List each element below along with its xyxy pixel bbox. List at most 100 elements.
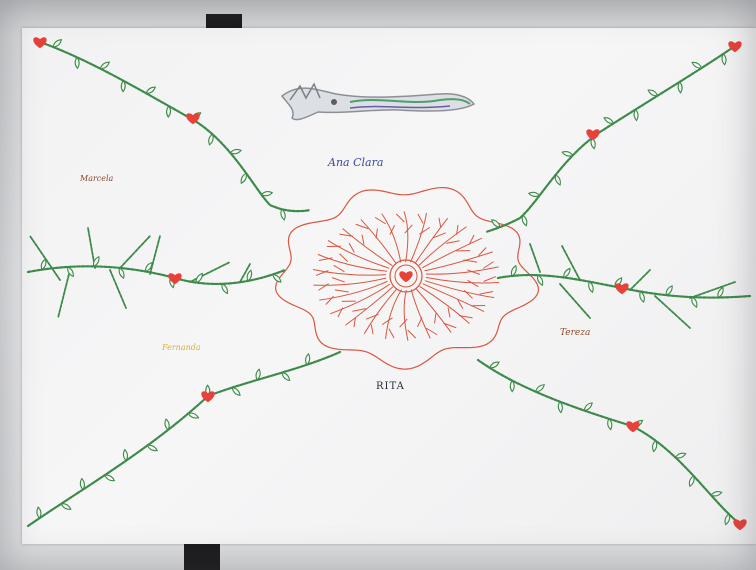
leaf [261,192,272,196]
flower-vein-branch [366,314,378,319]
leaf [522,215,527,225]
leaf [634,110,638,121]
flower-vein-branch [446,241,460,244]
flower-vein-branch [418,214,423,223]
vine [486,46,735,232]
flower-vein-branch [334,265,345,271]
flower-vein-branch [376,229,377,239]
flower-vein [313,278,386,285]
leaf [492,220,500,227]
leaf [188,413,198,418]
vine-branch [630,270,650,290]
leaf [53,40,61,47]
flower-vein [364,289,397,334]
leaf [722,54,726,65]
leaf [232,388,240,396]
flower-vein [420,286,470,323]
leaf [692,297,697,307]
leaf [230,149,241,153]
flower-vein-branch [420,227,430,234]
leaf [564,268,570,277]
leaf [119,268,124,278]
leaf [604,118,613,124]
name-marcela: Marcela [80,174,113,183]
flower-vein-branch [483,262,493,269]
flower-vein [361,219,397,263]
vine-branch [150,236,160,274]
flower-vein [386,290,402,339]
leaf [666,286,672,295]
heart-icon [33,37,46,48]
flower-vein [404,211,408,262]
flower-vein-branch [396,214,404,222]
vine [40,42,310,211]
heart-icon [586,129,599,140]
leaf [121,81,125,92]
leaf [689,476,694,486]
leaf [167,106,171,117]
vine-branch [690,282,735,298]
leaf [725,514,730,525]
leaf [100,62,109,68]
flower-vein-branch [468,280,479,286]
flower-vein-branch [400,319,408,327]
flower-vein-branch [389,329,394,338]
flower-vein-branch [435,314,436,324]
flower-vein-branch [382,318,392,325]
leaf [648,90,657,96]
flower-vein-branch [371,324,373,334]
leaf [41,259,46,269]
flower-vein [382,214,401,263]
name-tereza: Tereza [560,328,590,338]
leaf [94,257,99,267]
flower-vein-branch [484,277,496,282]
vine-branch [530,244,540,272]
leaf [510,381,514,392]
leaf [273,274,281,282]
flower-vein-branch [439,218,441,228]
leaf [678,82,682,93]
flower-vein-branch [338,308,343,317]
flower-vein-branch [326,296,334,304]
leaf [529,192,540,196]
heart-icon [615,283,628,294]
leaf [105,475,115,481]
leaf [675,453,685,458]
leaf [61,504,71,510]
leaf [562,152,573,157]
name-fernanda: Fernanda [162,343,201,352]
leaf [490,362,499,368]
leaf [37,507,41,518]
vine-branch [560,284,590,318]
leaf [75,57,79,68]
vine [478,360,740,524]
heart-icon [626,421,639,432]
flower-vein-branch [417,317,422,326]
leaf [536,385,545,392]
flower-vein-branch [480,292,494,295]
leaf [653,441,657,452]
flower-vein [404,290,408,341]
leaf [209,134,213,145]
leaf [165,419,169,430]
leaf [282,373,290,381]
vine-branch [655,296,690,328]
name-rita: RITA [376,381,405,392]
leaf [146,87,155,93]
flower-vein [419,227,467,266]
flower-vein-branch [335,290,349,292]
flower-vein-branch [362,235,364,245]
leaf [241,173,246,183]
flower-vein [318,254,387,271]
flower-vein [345,287,393,326]
leaf [718,288,723,298]
vine-branch [120,236,150,268]
flower-vein-branch [375,217,386,224]
leaf [538,275,543,285]
leaf [584,403,592,411]
heart-icon [399,271,412,282]
flower-vein-branch [339,254,347,262]
leaf [147,445,157,450]
leaf [692,62,701,68]
